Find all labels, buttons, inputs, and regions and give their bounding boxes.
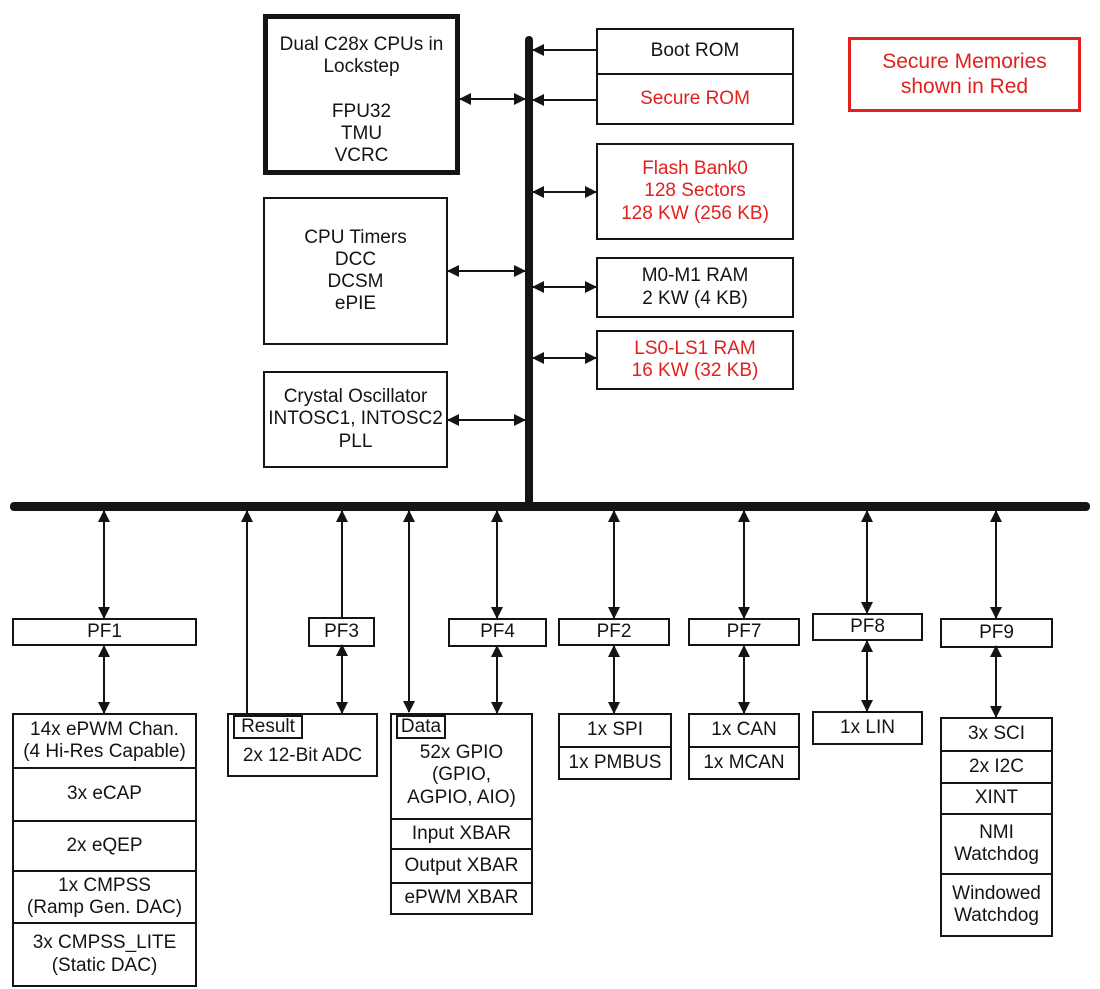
sci-module: 3x SCI — [940, 717, 1053, 752]
arrow-bus-to-pf7 — [738, 510, 750, 619]
pf1-module-cmpss: 1x CMPSS (Ramp Gen. DAC) — [12, 870, 197, 924]
memory-m0-m1-ram: M0-M1 RAM 2 KW (4 KB) — [596, 257, 794, 318]
pf9-module-stack: 3x SCI 2x I2C XINT NMI Watchdog Windowed… — [940, 717, 1053, 937]
arrow-bus-to-pf2 — [608, 510, 620, 619]
pf7-module-stack: 1x CAN 1x MCAN — [688, 713, 800, 780]
arrow-bus-to-pf4 — [491, 510, 503, 619]
arrow-m0-m1-to-bus — [532, 281, 597, 293]
output-xbar-module: Output XBAR — [390, 848, 533, 884]
arrow-pf4-to-gpio — [491, 645, 503, 714]
cpu-timers-block: CPU Timers DCC DCSM ePIE — [263, 197, 448, 345]
pf1-module-eqep: 2x eQEP — [12, 820, 197, 872]
arrow-pf2-to-modules — [608, 645, 620, 714]
pf1-module-epwm: 14x ePWM Chan. (4 Hi-Res Capable) — [12, 713, 197, 769]
arrow-pf7-to-modules — [738, 645, 750, 714]
memory-ls0-ls1-ram: LS0-LS1 RAM 16 KW (32 KB) — [596, 330, 794, 390]
dual-cpu-block: Dual C28x CPUs in Lockstep FPU32 TMU VCR… — [263, 14, 460, 175]
pf8-module-stack: 1x LIN — [812, 711, 923, 745]
pf3-header: PF3 — [308, 617, 375, 647]
pf1-module-stack: 14x ePWM Chan. (4 Hi-Res Capable) 3x eCA… — [12, 713, 197, 987]
pf4-header: PF4 — [448, 618, 547, 647]
arrow-ls0-ls1-to-bus — [532, 352, 597, 364]
arrow-boot-rom-to-bus — [532, 44, 596, 56]
arrow-pf1-to-modules — [98, 645, 110, 714]
pf9-header: PF9 — [940, 618, 1053, 648]
pf1-module-cmpss-lite: 3x CMPSS_LITE (Static DAC) — [12, 922, 197, 987]
clock-block: Crystal Oscillator INTOSC1, INTOSC2 PLL — [263, 371, 448, 468]
gpio-group-stack: 52x GPIO (GPIO, AGPIO, AIO) Input XBAR O… — [390, 713, 533, 915]
epwm-xbar-module: ePWM XBAR — [390, 882, 533, 915]
arrow-bus-to-pf9 — [990, 510, 1002, 619]
memory-secure-rom: Secure ROM — [596, 73, 794, 125]
pf1-module-ecap: 3x eCAP — [12, 767, 197, 822]
arrow-bus-to-gpio-data — [403, 510, 415, 713]
arrow-pf9-to-modules — [990, 645, 1002, 718]
arrow-clock-to-bus — [447, 414, 526, 426]
pf7-header: PF7 — [688, 618, 800, 646]
arrow-bus-to-pf8 — [861, 510, 873, 614]
arrow-timers-to-bus — [447, 265, 526, 277]
adc-module: 2x 12-Bit ADC — [242, 744, 363, 766]
arrow-secure-rom-to-bus — [532, 94, 596, 106]
peripheral-bus-horizontal — [10, 502, 1090, 511]
adc-result-tab: Result — [233, 715, 303, 739]
spi-module: 1x SPI — [558, 713, 672, 748]
input-xbar-module: Input XBAR — [390, 818, 533, 850]
memory-boot-rom: Boot ROM — [596, 28, 794, 75]
nmi-watchdog-module: NMI Watchdog — [940, 813, 1053, 875]
pf1-header: PF1 — [12, 618, 197, 646]
arrow-pf3-to-adc — [336, 644, 348, 714]
secure-memories-note: Secure Memories shown in Red — [848, 37, 1081, 112]
xint-module: XINT — [940, 782, 1053, 815]
i2c-module: 2x I2C — [940, 750, 1053, 784]
arrow-flash-to-bus — [532, 186, 597, 198]
dual-cpu-title: Dual C28x CPUs in Lockstep — [279, 34, 444, 78]
memory-bus-vertical — [525, 36, 533, 508]
pmbus-module: 1x PMBUS — [558, 746, 672, 780]
pf8-header: PF8 — [812, 613, 923, 641]
can-module: 1x CAN — [688, 713, 800, 748]
arrow-bus-to-pf1 — [98, 510, 110, 619]
pf2-module-stack: 1x SPI 1x PMBUS — [558, 713, 672, 780]
windowed-watchdog-module: Windowed Watchdog — [940, 873, 1053, 937]
memory-flash-bank0: Flash Bank0 128 Sectors 128 KW (256 KB) — [596, 143, 794, 240]
dual-cpu-features: FPU32 TMU VCRC — [331, 101, 392, 167]
gpio-data-tab: Data — [396, 715, 446, 739]
mcan-module: 1x MCAN — [688, 746, 800, 780]
pf2-header: PF2 — [558, 618, 670, 646]
arrow-cpu-to-bus — [459, 93, 526, 105]
line-bus-to-adc-result — [241, 510, 253, 715]
lin-module: 1x LIN — [812, 711, 923, 745]
gpio-module: 52x GPIO (GPIO, AGPIO, AIO) — [390, 713, 533, 820]
arrow-pf8-to-modules — [861, 640, 873, 712]
arrow-bus-to-pf3 — [336, 510, 348, 617]
